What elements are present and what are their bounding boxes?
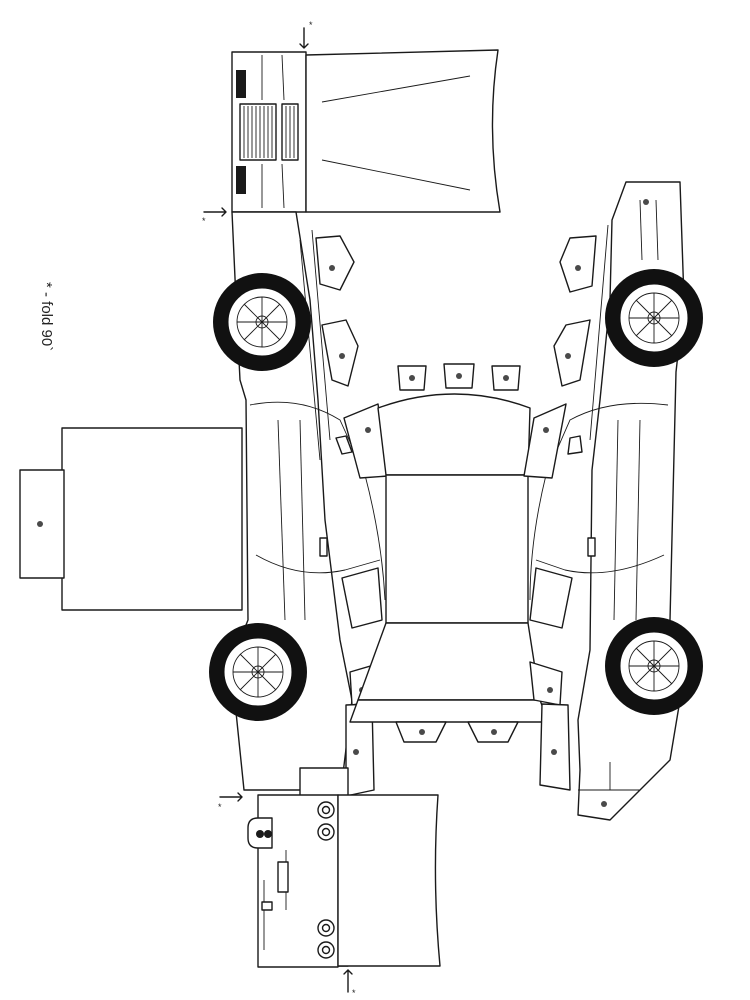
right-glue-tabs <box>523 235 597 791</box>
rear-windshield <box>357 622 541 701</box>
right-rear-window <box>529 567 573 629</box>
fold-marker-top-right: * <box>299 20 313 49</box>
license-plate-slot <box>277 861 289 893</box>
right-door-handle <box>587 537 596 557</box>
fold-marker-bottom-right: * <box>343 969 356 998</box>
front-windshield <box>377 393 531 476</box>
svg-text:*: * <box>218 802 222 812</box>
wheel-front-left <box>213 273 311 371</box>
roof-panel <box>385 474 529 624</box>
floor-flap <box>61 427 243 611</box>
trunk-tabs <box>395 721 519 743</box>
svg-text:*: * <box>309 20 313 30</box>
svg-text:*: * <box>202 216 206 226</box>
trunk-lid <box>349 699 549 723</box>
rear-lights-top <box>317 801 335 841</box>
front-grille <box>243 106 273 158</box>
trunk-flap <box>337 794 441 967</box>
rear-lights-bottom <box>317 919 335 959</box>
hood-flap <box>305 49 501 213</box>
left-door-handle <box>319 537 328 557</box>
right-side-mirror <box>567 435 583 455</box>
wheel-rear-left <box>209 623 307 721</box>
front-end-panel <box>231 51 307 213</box>
left-rear-window <box>341 567 383 629</box>
wheel-front-right <box>605 269 703 367</box>
fold-note: * - fold 90` <box>38 282 55 351</box>
windshield-tabs <box>397 363 521 391</box>
fold-marker-top-left: * <box>202 207 227 226</box>
left-side-mirror <box>335 435 353 455</box>
svg-text:*: * <box>352 988 356 998</box>
rear-end-panel <box>247 767 349 968</box>
wheel-rear-right <box>605 617 703 715</box>
fold-marker-bottom-left: * <box>218 792 243 812</box>
